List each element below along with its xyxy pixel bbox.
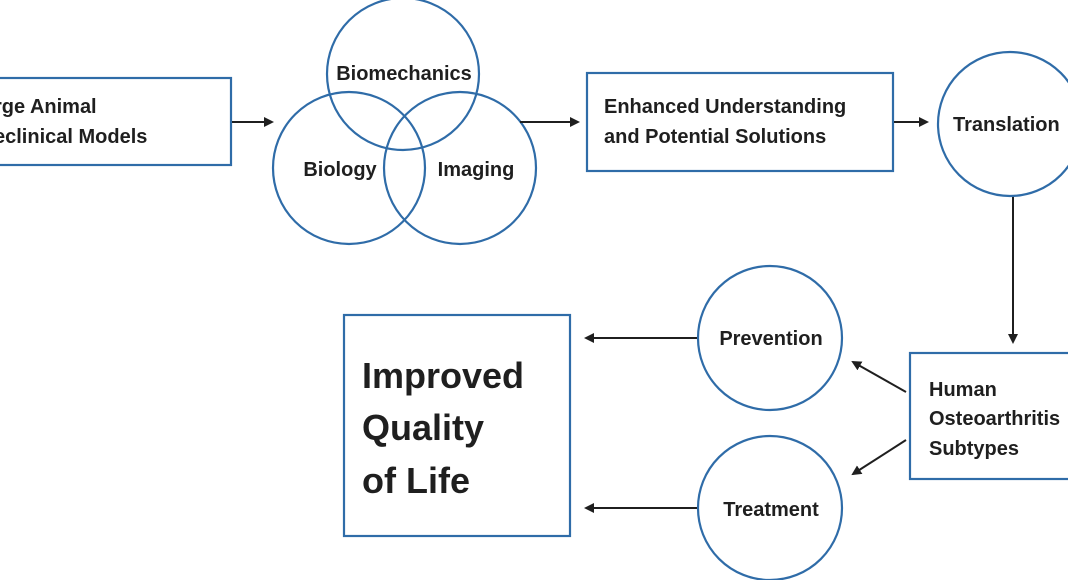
- node-large-animal-models: rge Animal eclinical Models: [0, 76, 233, 167]
- biomechanics-circle: [325, 0, 481, 152]
- large-animal-box: [0, 76, 233, 167]
- human-oa-box: [908, 351, 1068, 481]
- quality-line-2: Quality: [362, 407, 484, 448]
- enhanced-line-2: and Potential Solutions: [604, 126, 826, 148]
- prevention-label: Prevention: [719, 328, 822, 350]
- treatment-circle: [696, 434, 844, 580]
- imaging-circle: [382, 90, 538, 246]
- translation-label: Translation: [953, 114, 1060, 136]
- large-animal-line-2: eclinical Models: [0, 126, 147, 148]
- node-improved-quality: Improved Quality of Life: [342, 313, 572, 538]
- node-enhanced-understanding: Enhanced Understanding and Potential Sol…: [585, 71, 895, 173]
- node-prevention: Prevention: [696, 264, 844, 412]
- prevention-circle: [696, 264, 844, 412]
- venn-biomech-biology-imaging: Biomechanics Biology Imaging: [271, 0, 538, 246]
- arrow-subtypes-to-treatment: [851, 439, 907, 476]
- arrow-subtypes-to-prevention: [851, 361, 907, 393]
- node-treatment: Treatment: [696, 434, 844, 580]
- biomechanics-label: Biomechanics: [336, 63, 472, 85]
- enhanced-box: [585, 71, 895, 173]
- biology-label: Biology: [303, 159, 377, 181]
- translation-circle: [936, 50, 1068, 198]
- imaging-label: Imaging: [438, 159, 515, 181]
- node-translation: Translation: [936, 50, 1068, 198]
- treatment-label: Treatment: [723, 499, 819, 521]
- enhanced-line-1: Enhanced Understanding: [604, 96, 846, 118]
- biology-circle: [271, 90, 427, 246]
- human-oa-line-3: Subtypes: [929, 438, 1019, 460]
- quality-line-1: Improved: [362, 355, 524, 396]
- human-oa-line-2: Osteoarthritis: [929, 408, 1060, 430]
- quality-line-3: of Life: [362, 460, 470, 501]
- human-oa-line-1: Human: [929, 379, 997, 401]
- quality-box: [342, 313, 572, 538]
- large-animal-line-1: rge Animal: [0, 96, 97, 118]
- node-human-oa-subtypes: Human Osteoarthritis Subtypes: [908, 351, 1068, 481]
